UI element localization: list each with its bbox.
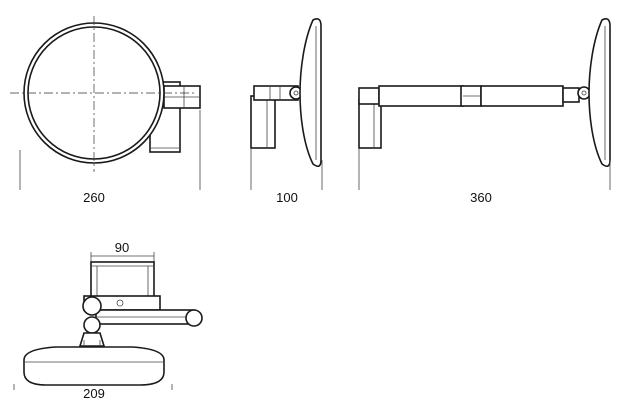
extended-view-arm-end	[562, 87, 580, 103]
top-view-mirror-disc	[23, 346, 165, 386]
top-view-neck	[78, 332, 106, 347]
side-depth-label: 100	[276, 190, 298, 205]
front-width-label: 260	[83, 190, 105, 205]
top-view-joint-lower	[83, 316, 101, 334]
top-view-joint-upper	[82, 296, 102, 316]
extended-view	[358, 18, 611, 190]
top-view	[13, 252, 203, 390]
extended-view-arm-segment-1	[358, 87, 380, 105]
side-view-wall-plate	[250, 95, 276, 149]
extended-view-mirror-profile	[588, 18, 611, 168]
side-view-mirror-profile	[299, 18, 322, 168]
top-view-wall-plate	[90, 261, 155, 299]
extended-length-label: 360	[470, 190, 492, 205]
top-view-joint-end	[185, 309, 203, 327]
side-view	[250, 18, 323, 190]
mount-width-label: 90	[115, 240, 129, 255]
extended-view-arm-segment-3	[480, 85, 564, 107]
front-view	[10, 16, 201, 190]
extended-view-arm-segment-2	[378, 85, 464, 107]
extended-view-wall-plate	[358, 99, 382, 149]
bottom-diameter-label: 209	[83, 386, 105, 401]
